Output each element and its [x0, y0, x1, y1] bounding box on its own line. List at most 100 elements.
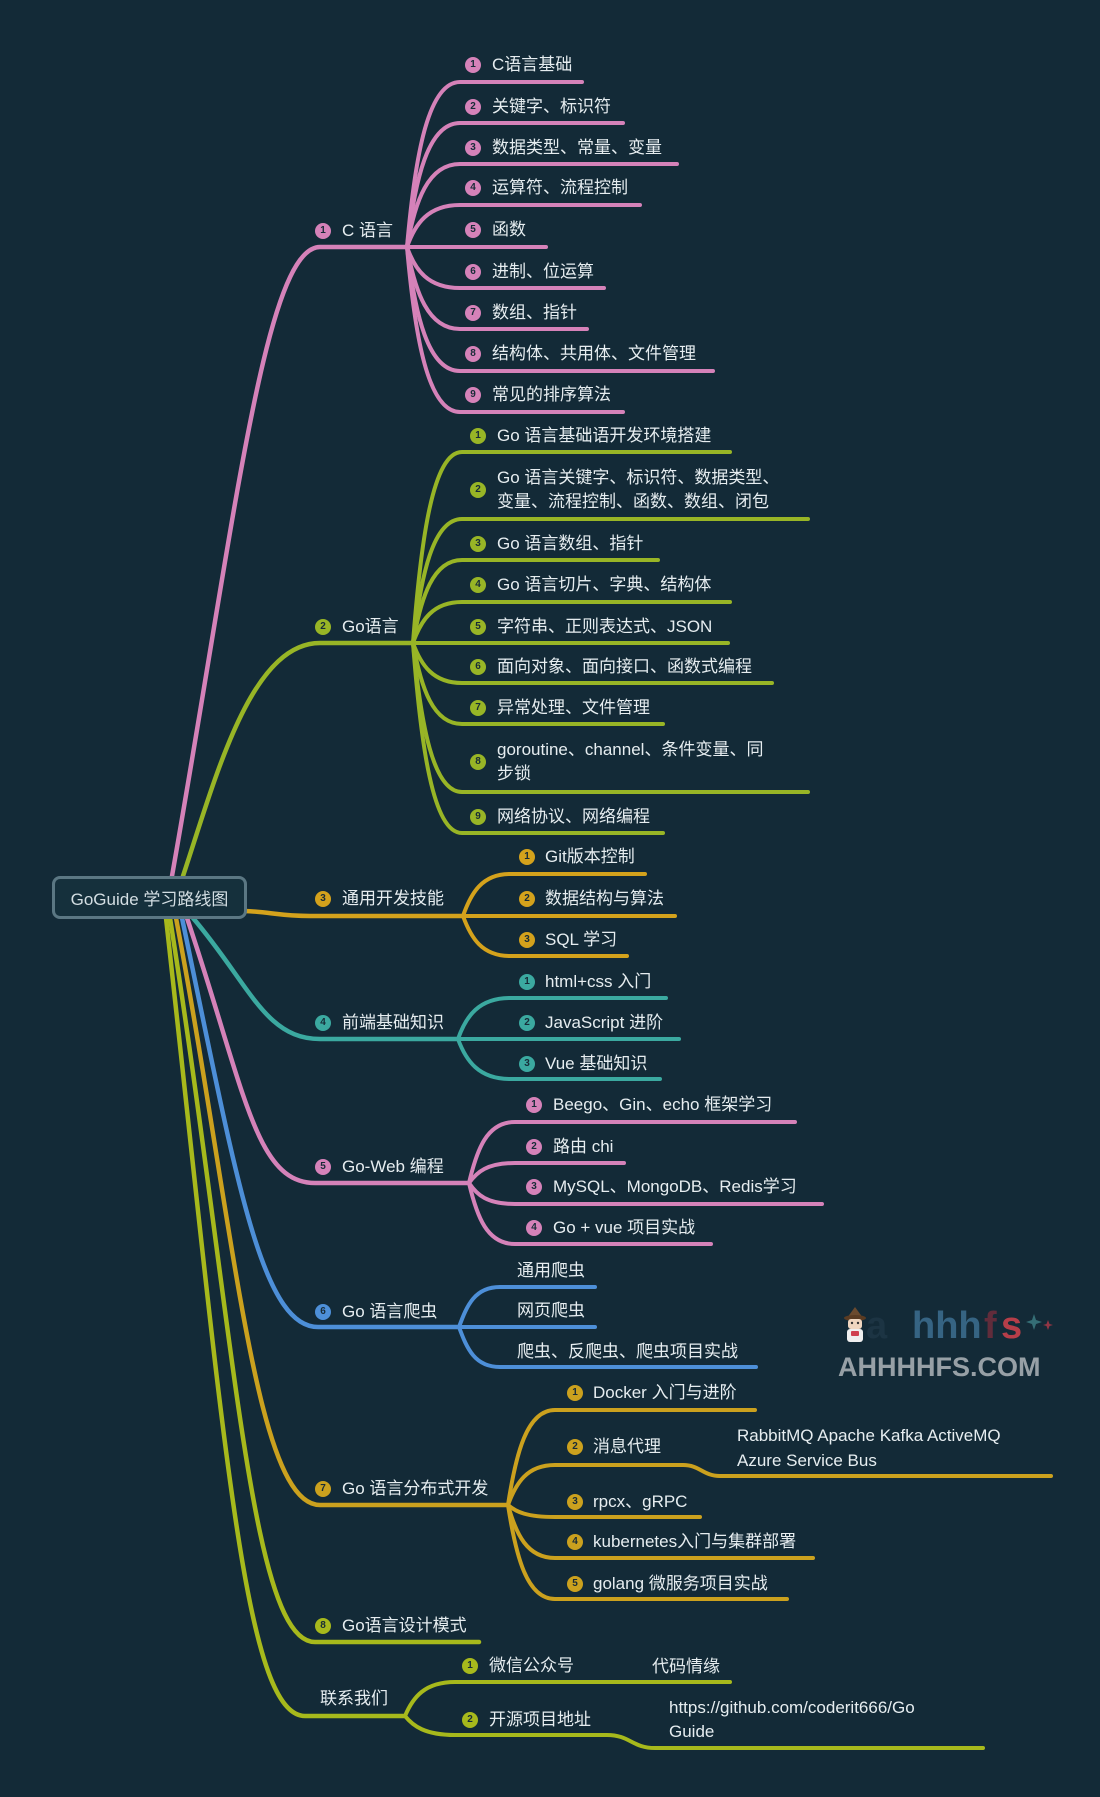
number-badge: 7 — [315, 1481, 331, 1497]
subtopic: Go + vue 项目实战 — [553, 1218, 696, 1237]
number-badge: 3 — [470, 536, 486, 552]
number-badge: 1 — [519, 849, 535, 865]
branch-go-web-links — [184, 915, 824, 1246]
number-badge: 5 — [315, 1159, 331, 1175]
topic-distributed: Go 语言分布式开发 — [342, 1479, 489, 1498]
topic-general-skills: 通用开发技能 — [342, 889, 444, 908]
topic-design-patterns: Go语言设计模式 — [342, 1616, 467, 1635]
subtopic: 数组、指针 — [492, 303, 577, 322]
topic-c-language: C 语言 — [342, 221, 393, 240]
number-badge: 1 — [315, 223, 331, 239]
subtopic: MySQL、MongoDB、Redis学习 — [553, 1177, 797, 1196]
connector-child — [457, 1325, 758, 1369]
connector-root-to-general-skills — [242, 908, 466, 919]
subtopic: 路由 chi — [553, 1137, 614, 1156]
number-badge: 8 — [315, 1618, 331, 1634]
connector-root-to-go-web — [184, 915, 472, 1186]
connector-root-to-frontend — [190, 915, 461, 1042]
number-badge: 2 — [462, 1712, 478, 1728]
branch-general-skills-links — [242, 872, 677, 958]
subtopic-detail: RabbitMQ Apache Kafka ActiveMQ Azure Ser… — [737, 1426, 1001, 1470]
subtopic: SQL 学习 — [545, 930, 618, 949]
topic-frontend: 前端基础知识 — [342, 1013, 444, 1032]
connector-child — [405, 203, 642, 249]
number-badge: 2 — [567, 1439, 583, 1455]
number-badge: 5 — [470, 619, 486, 635]
connector-root-to-contact — [163, 915, 408, 1719]
connector-child — [411, 558, 660, 645]
number-badge: 8 — [470, 754, 486, 770]
number-badge: 4 — [465, 180, 481, 196]
subtopic: 开源项目地址 — [489, 1710, 591, 1729]
topic-go-language: Go语言 — [342, 617, 399, 636]
number-badge: 9 — [465, 387, 481, 403]
connector-child — [405, 162, 679, 249]
connector-child — [411, 600, 732, 645]
subtopic: 数据类型、常量、变量 — [492, 138, 662, 157]
connector-child — [506, 1408, 757, 1507]
number-badge: 3 — [567, 1494, 583, 1510]
subtopic: golang 微服务项目实战 — [593, 1574, 768, 1593]
connector-child — [467, 1161, 626, 1185]
number-badge: 4 — [315, 1015, 331, 1031]
connector-child — [456, 996, 668, 1041]
number-badge: 1 — [519, 974, 535, 990]
subtopic: rpcx、gRPC — [593, 1492, 688, 1511]
number-badge: 2 — [465, 99, 481, 115]
number-badge: 7 — [470, 700, 486, 716]
connector-child — [467, 1181, 713, 1246]
subtopic: JavaScript 进阶 — [545, 1013, 664, 1032]
watermark-logo-part: hhh — [912, 1305, 982, 1347]
subtopic: 网络协议、网络编程 — [497, 807, 650, 826]
branch-c-language-links — [169, 80, 715, 879]
subtopic: Git版本控制 — [545, 847, 635, 866]
branch-design-patterns-links — [167, 915, 482, 1645]
number-badge: 5 — [465, 222, 481, 238]
branch-crawler-links — [179, 915, 758, 1369]
number-badge: 4 — [567, 1534, 583, 1550]
subtopic: Go 语言关键字、标识符、数据类型、 变量、流程控制、函数、数组、闭包 — [497, 468, 780, 511]
connector-child — [411, 450, 732, 645]
subtopic: 关键字、标识符 — [492, 97, 611, 116]
subtopic: Beego、Gin、echo 框架学习 — [553, 1095, 773, 1114]
subtopic: 消息代理 — [593, 1437, 661, 1456]
subtopic: 常见的排序算法 — [492, 385, 611, 404]
subtopic: 结构体、共用体、文件管理 — [492, 344, 696, 363]
subtopic: 运算符、流程控制 — [492, 178, 628, 197]
connector-child — [467, 1120, 797, 1185]
connector-child — [456, 1037, 662, 1081]
subtopic: C语言基础 — [492, 55, 573, 74]
number-badge: 2 — [315, 619, 331, 635]
subtopic: 数据结构与算法 — [545, 889, 664, 908]
topic-crawler: Go 语言爬虫 — [342, 1302, 438, 1321]
number-badge: 1 — [465, 57, 481, 73]
watermark-logo-part: f — [984, 1305, 997, 1347]
subtopic: Go 语言切片、字典、结构体 — [497, 575, 712, 594]
subtopic: kubernetes入门与集群部署 — [593, 1532, 797, 1551]
connector-child — [461, 914, 629, 958]
branch-distributed-links — [173, 915, 1053, 1601]
branch-frontend-links — [190, 915, 681, 1081]
number-badge: 6 — [315, 1304, 331, 1320]
number-badge: 3 — [465, 140, 481, 156]
number-badge: 2 — [470, 482, 486, 498]
subtopic: 面向对象、面向接口、函数式编程 — [497, 657, 752, 676]
subtopic: Docker 入门与进阶 — [593, 1383, 737, 1402]
subtopic: 函数 — [492, 220, 526, 239]
subtopic: 爬虫、反爬虫、爬虫项目实战 — [517, 1342, 738, 1361]
connector-root-to-design-patterns — [167, 915, 482, 1645]
watermark-logo-part: s — [1001, 1305, 1023, 1347]
connector-child — [506, 1503, 789, 1601]
subtopic: goroutine、channel、条件变量、同 步锁 — [497, 740, 764, 783]
number-badge: 3 — [526, 1179, 542, 1195]
subtopic: html+css 入门 — [545, 972, 652, 991]
number-badge: 2 — [519, 891, 535, 907]
number-badge: 6 — [470, 659, 486, 675]
number-badge: 1 — [567, 1385, 583, 1401]
connector-root-to-crawler — [179, 915, 462, 1330]
connector-child — [457, 1285, 597, 1329]
subtopic: 网页爬虫 — [517, 1301, 585, 1320]
repository-url: https://github.com/coderit666/Go Guide — [669, 1698, 915, 1741]
